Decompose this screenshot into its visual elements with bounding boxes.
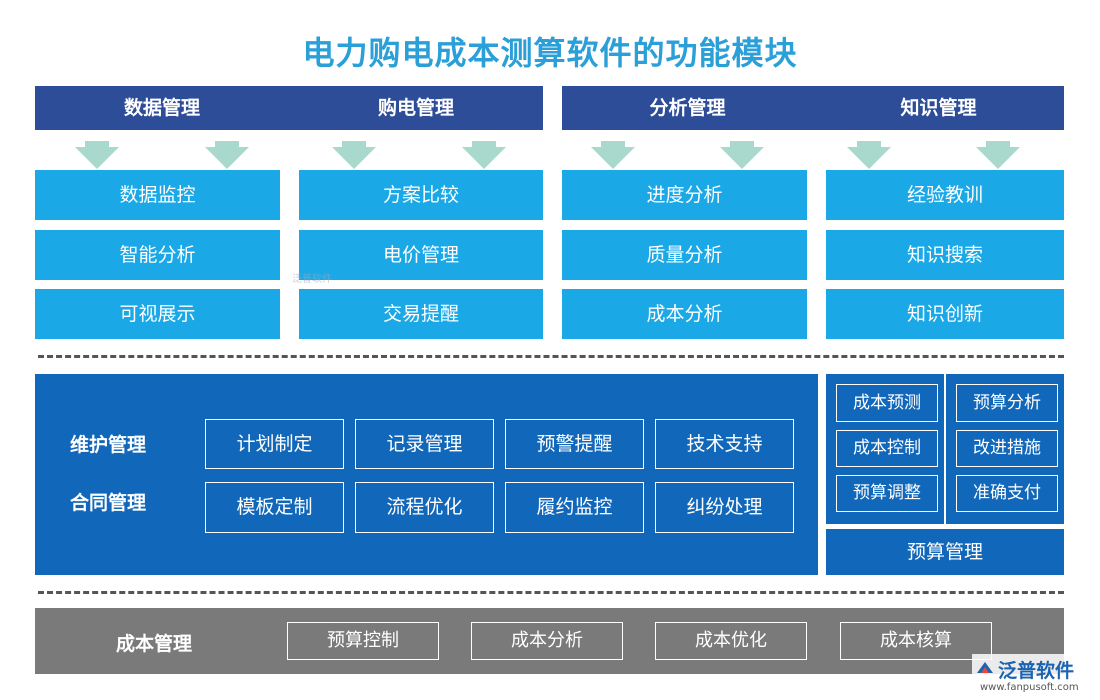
logo-name: 泛普软件	[998, 660, 1075, 682]
arrow-stem-2	[215, 141, 239, 147]
budget-cost-forecast[interactable]: 成本预测	[836, 384, 938, 422]
arrow-down-icon-1	[75, 147, 119, 169]
item-process-optimize[interactable]: 流程优化	[355, 482, 494, 533]
arrow-stem-1	[85, 141, 109, 147]
header-bar-left: 数据管理 购电管理	[35, 86, 543, 130]
module-trade-reminder[interactable]: 交易提醒	[299, 289, 543, 339]
item-record-management[interactable]: 记录管理	[355, 419, 494, 469]
item-plan-making[interactable]: 计划制定	[205, 419, 344, 469]
cost-analysis-bottom[interactable]: 成本分析	[471, 622, 623, 660]
arrow-stem-3	[342, 141, 366, 147]
divider-bottom	[38, 591, 1064, 594]
logo-url: www.fanpusoft.com	[980, 682, 1079, 693]
module-quality-analysis[interactable]: 质量分析	[562, 230, 807, 280]
budget-management-label[interactable]: 预算管理	[826, 529, 1064, 575]
budget-accurate-payment[interactable]: 准确支付	[956, 475, 1058, 512]
arrow-down-icon-2	[205, 147, 249, 169]
module-cost-analysis[interactable]: 成本分析	[562, 289, 807, 339]
module-data-monitor[interactable]: 数据监控	[35, 170, 280, 220]
logo: 泛普软件 www.fanpusoft.com	[972, 654, 1092, 698]
arrow-stem-7	[857, 141, 881, 147]
module-lessons-learned[interactable]: 经验教训	[826, 170, 1064, 220]
cost-budget-control[interactable]: 预算控制	[287, 622, 439, 660]
module-price-management[interactable]: 电价管理	[299, 230, 543, 280]
budget-analysis[interactable]: 预算分析	[956, 384, 1058, 422]
module-smart-analysis[interactable]: 智能分析	[35, 230, 280, 280]
budget-panel-left	[826, 374, 944, 524]
cost-optimization[interactable]: 成本优化	[655, 622, 807, 660]
module-knowledge-innovation[interactable]: 知识创新	[826, 289, 1064, 339]
cost-management-panel	[35, 608, 1064, 674]
logo-mark-icon	[977, 662, 993, 673]
module-plan-compare[interactable]: 方案比较	[299, 170, 543, 220]
middle-panel	[35, 374, 818, 575]
budget-panel-right	[946, 374, 1064, 524]
item-dispute-handling[interactable]: 纠纷处理	[655, 482, 794, 533]
header-knowledge-management[interactable]: 知识管理	[900, 97, 977, 119]
budget-cost-control[interactable]: 成本控制	[836, 430, 938, 467]
header-analysis-management[interactable]: 分析管理	[649, 97, 726, 119]
item-warning-reminder[interactable]: 预警提醒	[505, 419, 644, 469]
module-visual-display[interactable]: 可视展示	[35, 289, 280, 339]
budget-adjustment[interactable]: 预算调整	[836, 475, 938, 512]
header-data-management[interactable]: 数据管理	[123, 97, 200, 119]
arrow-down-icon-7	[847, 147, 891, 169]
page-title: 电力购电成本测算软件的功能模块	[302, 34, 798, 72]
arrow-down-icon-4	[462, 147, 506, 169]
budget-improvement[interactable]: 改进措施	[956, 430, 1058, 467]
watermark: 泛普软件	[292, 274, 332, 285]
item-performance-monitor[interactable]: 履约监控	[505, 482, 644, 533]
arrow-stem-4	[472, 141, 496, 147]
module-progress-analysis[interactable]: 进度分析	[562, 170, 807, 220]
header-purchase-management[interactable]: 购电管理	[377, 97, 454, 119]
cost-accounting[interactable]: 成本核算	[840, 622, 992, 660]
arrow-stem-5	[601, 141, 625, 147]
header-bar-right: 分析管理 知识管理	[562, 86, 1064, 130]
arrow-stem-6	[730, 141, 754, 147]
item-tech-support[interactable]: 技术支持	[655, 419, 794, 469]
arrow-down-icon-3	[332, 147, 376, 169]
module-knowledge-search[interactable]: 知识搜索	[826, 230, 1064, 280]
arrow-stem-8	[986, 141, 1010, 147]
row-label-maintenance: 维护管理	[70, 434, 147, 456]
divider-top	[38, 355, 1064, 358]
arrow-down-icon-6	[720, 147, 764, 169]
arrow-down-icon-8	[976, 147, 1020, 169]
item-template-custom[interactable]: 模板定制	[205, 482, 344, 533]
budget-management-text: 预算管理	[906, 541, 983, 563]
arrow-down-icon-5	[591, 147, 635, 169]
row-label-contract: 合同管理	[70, 492, 147, 514]
cost-management-label: 成本管理	[116, 633, 193, 655]
